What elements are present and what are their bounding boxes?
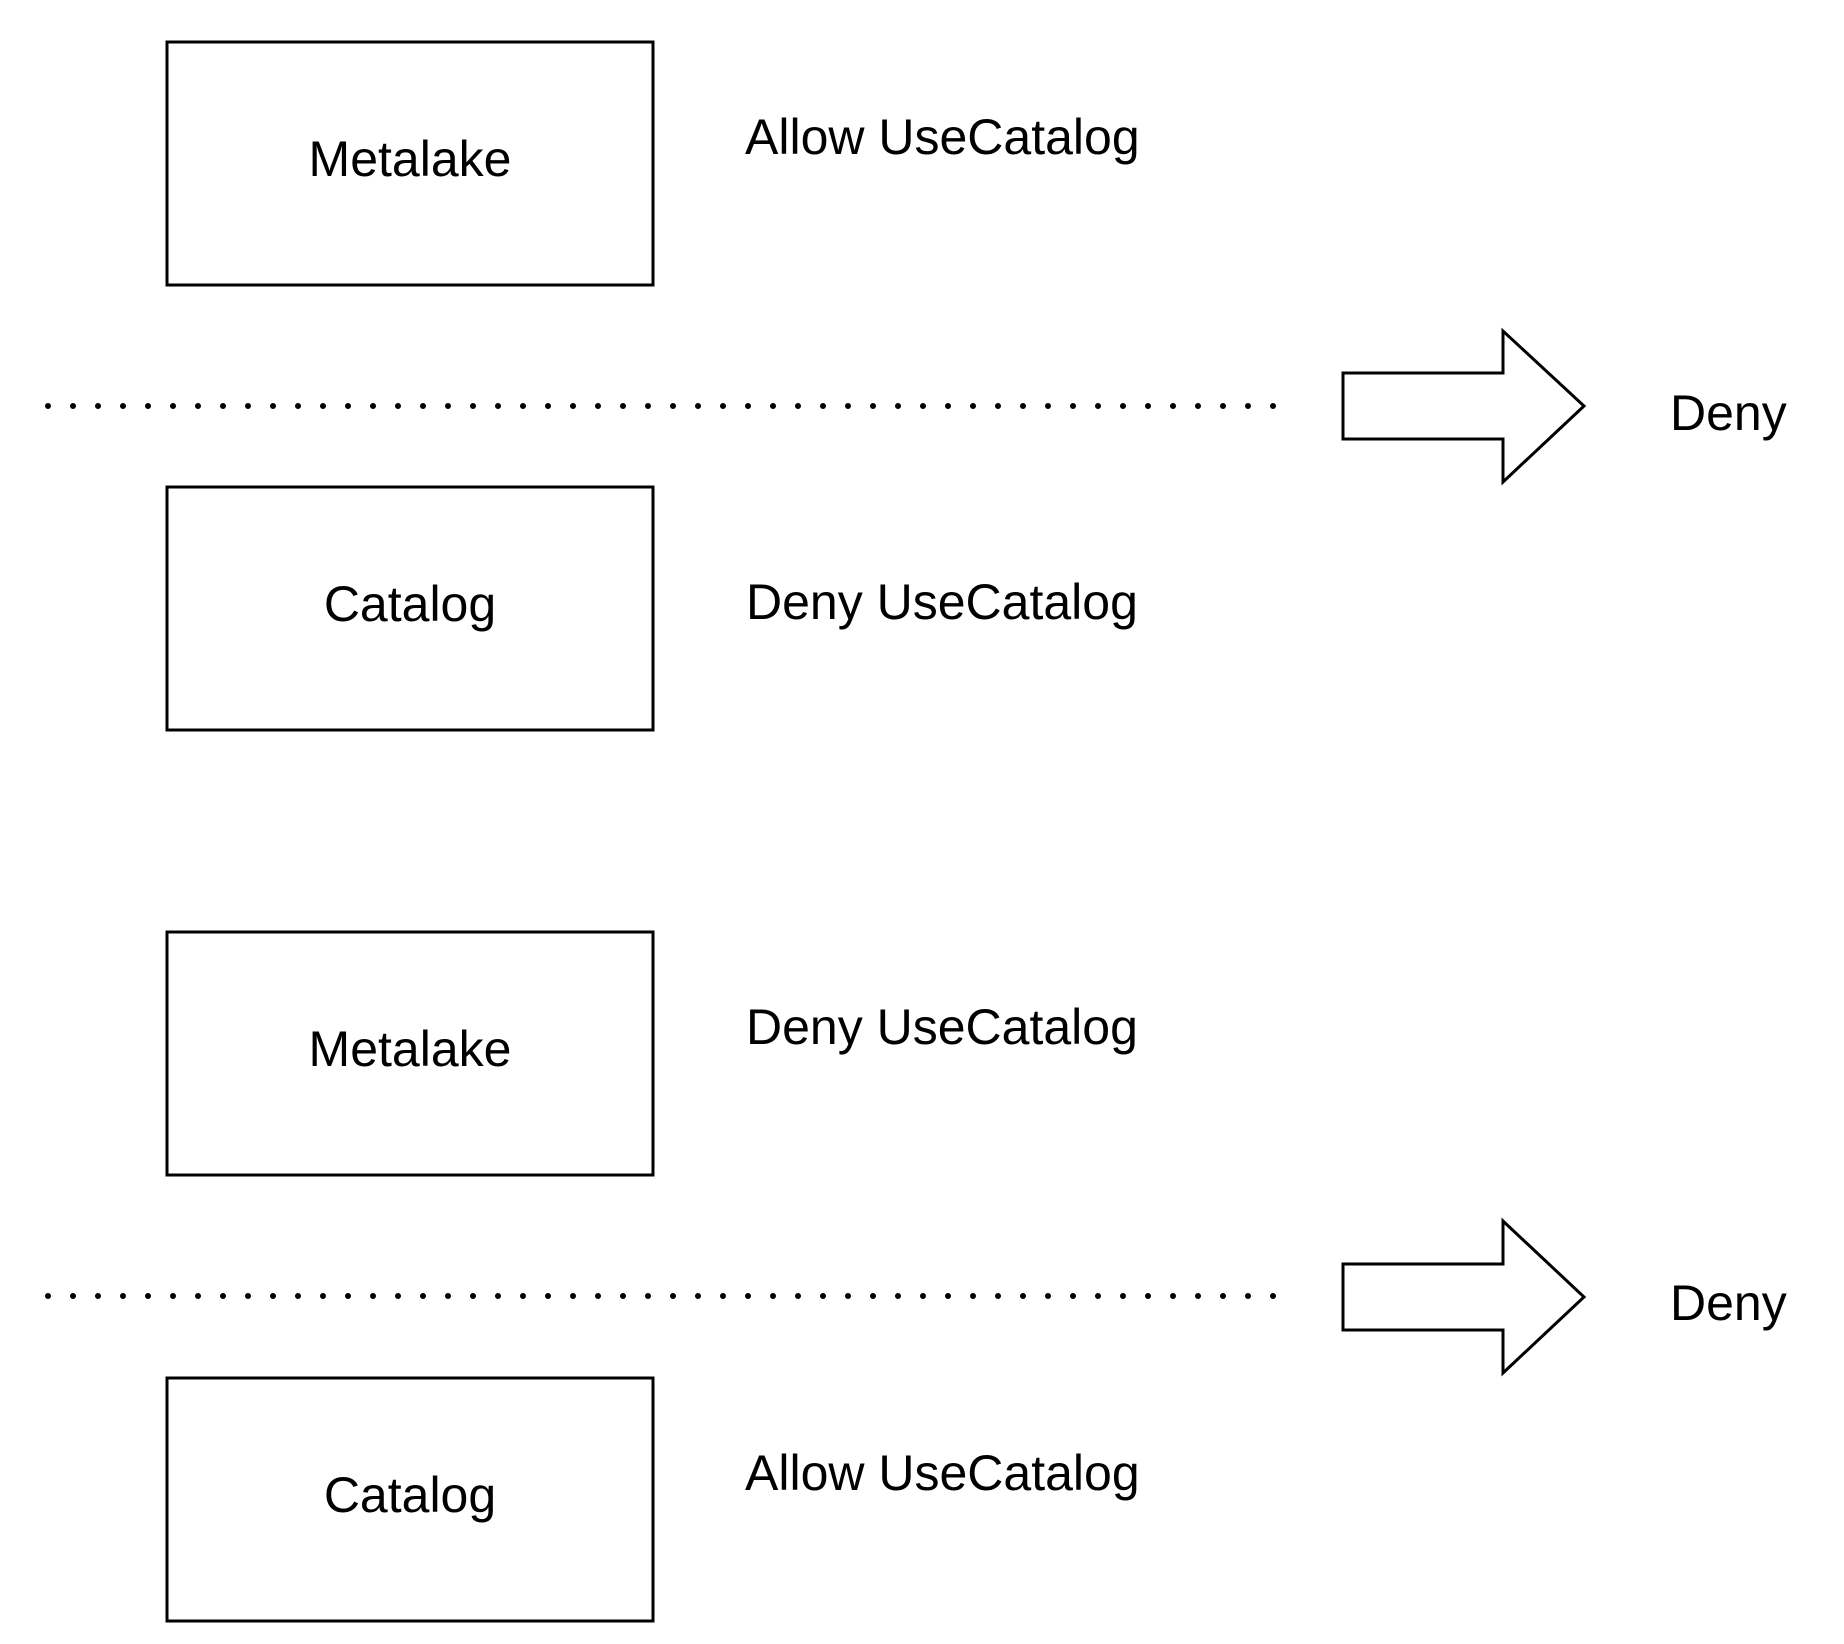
result-arrow xyxy=(1341,327,1587,486)
catalog-rule-label: Deny UseCatalog xyxy=(746,574,1138,630)
catalog-box xyxy=(165,485,655,732)
metalake-rule-label: Deny UseCatalog xyxy=(746,999,1138,1055)
scenario-2: Metalake Deny UseCatalog Deny Catalog Al… xyxy=(45,930,1787,1623)
catalog-rule-label: Allow UseCatalog xyxy=(745,1445,1140,1501)
result-label: Deny xyxy=(1670,1275,1787,1331)
result-arrow xyxy=(1341,1217,1587,1377)
metalake-box-label: Metalake xyxy=(309,1021,512,1077)
result-label: Deny xyxy=(1670,385,1787,441)
catalog-box-label: Catalog xyxy=(324,1467,496,1523)
metalake-rule-label: Allow UseCatalog xyxy=(745,109,1140,165)
metalake-box xyxy=(165,930,655,1177)
catalog-box xyxy=(165,1376,655,1623)
catalog-box-label: Catalog xyxy=(324,576,496,632)
metalake-box-label: Metalake xyxy=(309,131,512,187)
scenario-1: Metalake Allow UseCatalog Deny Catalog D… xyxy=(45,40,1787,732)
metalake-box xyxy=(165,40,655,287)
